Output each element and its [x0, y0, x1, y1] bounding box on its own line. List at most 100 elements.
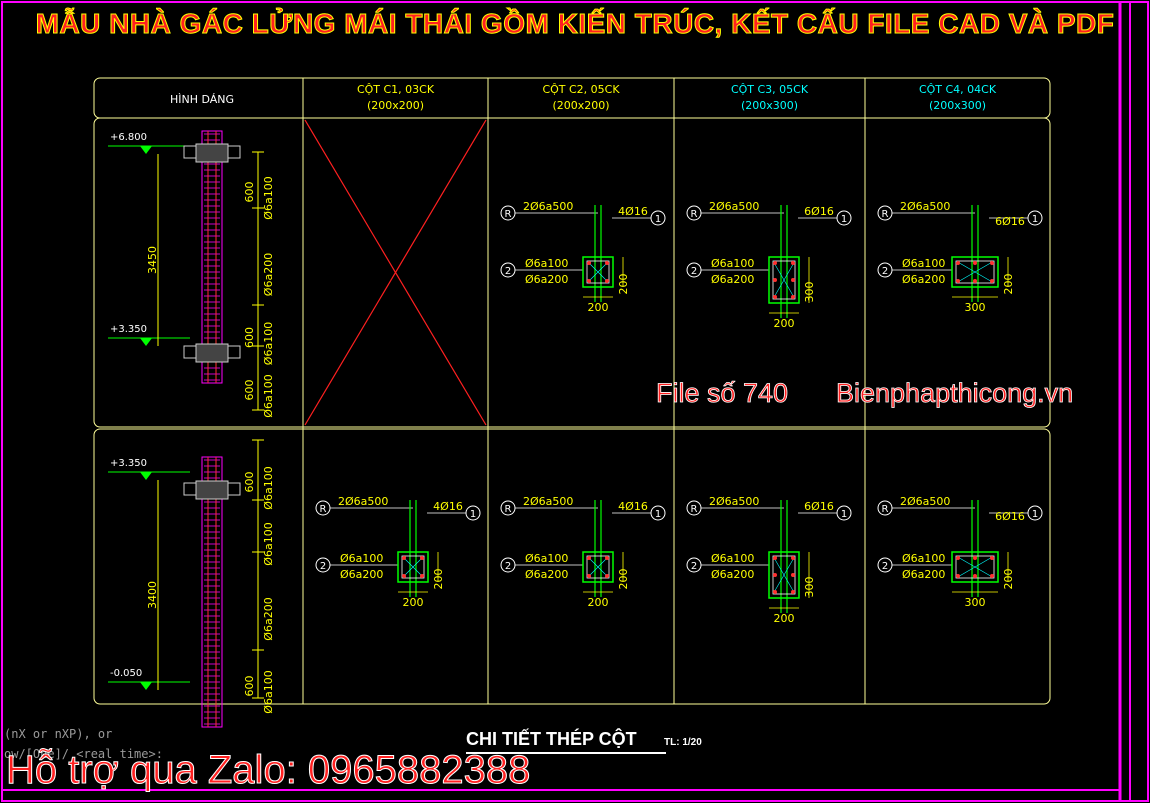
stirrup-label-1: Ø6a100	[711, 552, 754, 565]
rebar-dot	[990, 574, 994, 578]
column-outline	[201, 456, 223, 728]
callout-bubble-text: R	[882, 209, 889, 220]
rebar-dot	[773, 590, 777, 594]
rebar-dot	[791, 556, 795, 560]
row-1-border	[93, 117, 1051, 428]
stirrup-label-2: Ø6a200	[711, 568, 754, 581]
stirrup-label-2: Ø6a200	[525, 273, 568, 286]
zone-stirrup: Ø6a100	[262, 322, 275, 365]
callout-bubble-text: 2	[505, 561, 511, 572]
rebar-dot	[420, 574, 424, 578]
callout-bubble-text: 2	[882, 561, 888, 572]
width-dimension-text: 200	[774, 612, 795, 625]
stirrup-label-1: Ø6a100	[902, 257, 945, 270]
rebar-dot	[402, 556, 406, 560]
banner-title: MẪU NHÀ GÁC LỬNG MÁI THÁI GỒM KIẾN TRÚC,…	[35, 8, 1115, 40]
sheet-scale: TL: 1/20	[664, 737, 702, 748]
tie-bar-label: 2Ø6a500	[523, 200, 573, 213]
rebar-dot	[773, 295, 777, 299]
stirrup-label-2: Ø6a200	[902, 273, 945, 286]
command-line-1: (nX or nXP), or	[4, 727, 113, 741]
column-sections: R2Ø6a50014Ø162Ø6a100Ø6a200200200R2Ø6a500…	[315, 200, 1043, 625]
stirrup-label-2: Ø6a200	[340, 568, 383, 581]
zone-stirrup: Ø6a200	[262, 597, 275, 640]
rebar-dot	[402, 574, 406, 578]
section-outline	[768, 256, 800, 304]
zone-length: 600	[243, 380, 256, 401]
rebar-dot	[420, 556, 424, 560]
header-column-name: CỘT C4, 04CK	[919, 83, 997, 96]
tie-bar-label: 2Ø6a500	[523, 495, 573, 508]
cross-tie	[955, 260, 995, 284]
rebar-dot	[990, 261, 994, 265]
header-column-size: (200x300)	[741, 99, 798, 112]
zone-length: 600	[243, 676, 256, 697]
zone-stirrup: Ø6a100	[262, 522, 275, 565]
stirrup-label-1: Ø6a100	[902, 552, 945, 565]
callout-bubble-text: 1	[1032, 509, 1038, 520]
stirrup-label-1: Ø6a100	[525, 257, 568, 270]
stirrup-label-1: Ø6a100	[525, 552, 568, 565]
section-outline	[768, 551, 800, 599]
header-column-name: CỘT C3, 05CK	[731, 83, 809, 96]
zone-stirrup: Ø6a100	[262, 176, 275, 219]
section-outline	[582, 551, 614, 583]
width-dimension-text: 200	[403, 596, 424, 609]
callout-bubble-text: R	[505, 209, 512, 220]
rebar-dot	[587, 261, 591, 265]
callout-bubble-text: 2	[691, 266, 697, 277]
width-dimension-text: 200	[588, 301, 609, 314]
rebar-dot	[956, 574, 960, 578]
height-dimension-text: 200	[617, 274, 630, 295]
rebar-dot	[587, 556, 591, 560]
callout-bubble-text: 1	[1032, 214, 1038, 225]
command-line-2: ow/[One]/ <real time>:	[4, 747, 163, 761]
rebar-dot	[956, 279, 960, 283]
rebar-dot	[605, 279, 609, 283]
zalo-support-text: Hỗ trợ qua Zalo: 0965882388	[5, 748, 531, 793]
callout-bubble-text: 1	[841, 509, 847, 520]
rebar-dot	[973, 574, 977, 578]
zone-length: 600	[243, 327, 256, 348]
zone-stirrup: Ø6a100	[262, 670, 275, 713]
stirrup-label-1: Ø6a100	[711, 257, 754, 270]
rebar-dot	[587, 279, 591, 283]
cross-tie	[586, 555, 610, 579]
height-dimension-text: 300	[803, 577, 816, 598]
callout-bubble-text: R	[505, 504, 512, 515]
rebar-dot	[773, 261, 777, 265]
callout-bubble-text: R	[320, 504, 327, 515]
rebar-dot	[791, 590, 795, 594]
main-bar-label: 4Ø16	[433, 500, 463, 513]
section-outline	[951, 256, 999, 288]
column-schedule-table	[93, 77, 1051, 705]
stirrup-label-1: Ø6a100	[340, 552, 383, 565]
rebar-dot	[605, 261, 609, 265]
width-dimension-text: 300	[965, 301, 986, 314]
rebar-dot	[791, 295, 795, 299]
height-dimension-text: 200	[1002, 569, 1015, 590]
header-column-name: CỘT C1, 03CK	[357, 83, 435, 96]
height-dimension-text: 3400	[146, 581, 159, 609]
tie-bar-label: 2Ø6a500	[709, 495, 759, 508]
header-column-size: (200x200)	[367, 99, 424, 112]
zone-length: 600	[243, 472, 256, 493]
cross-tie	[772, 555, 796, 595]
rebar-dot	[605, 556, 609, 560]
tie-bar-label: 2Ø6a500	[709, 200, 759, 213]
level-marker-icon	[140, 682, 152, 690]
main-bar-label: 6Ø16	[804, 500, 834, 513]
main-bar-label: 6Ø16	[804, 205, 834, 218]
section-outline	[397, 551, 429, 583]
callout-bubble-text: 1	[655, 214, 661, 225]
level-label: +6.800	[110, 132, 147, 143]
rebar-dot	[773, 573, 777, 577]
beam-hatch	[195, 343, 229, 363]
tie-bar-label: 2Ø6a500	[338, 495, 388, 508]
section-outline	[582, 256, 614, 288]
rebar-dot	[973, 261, 977, 265]
stirrup-label-2: Ø6a200	[525, 568, 568, 581]
